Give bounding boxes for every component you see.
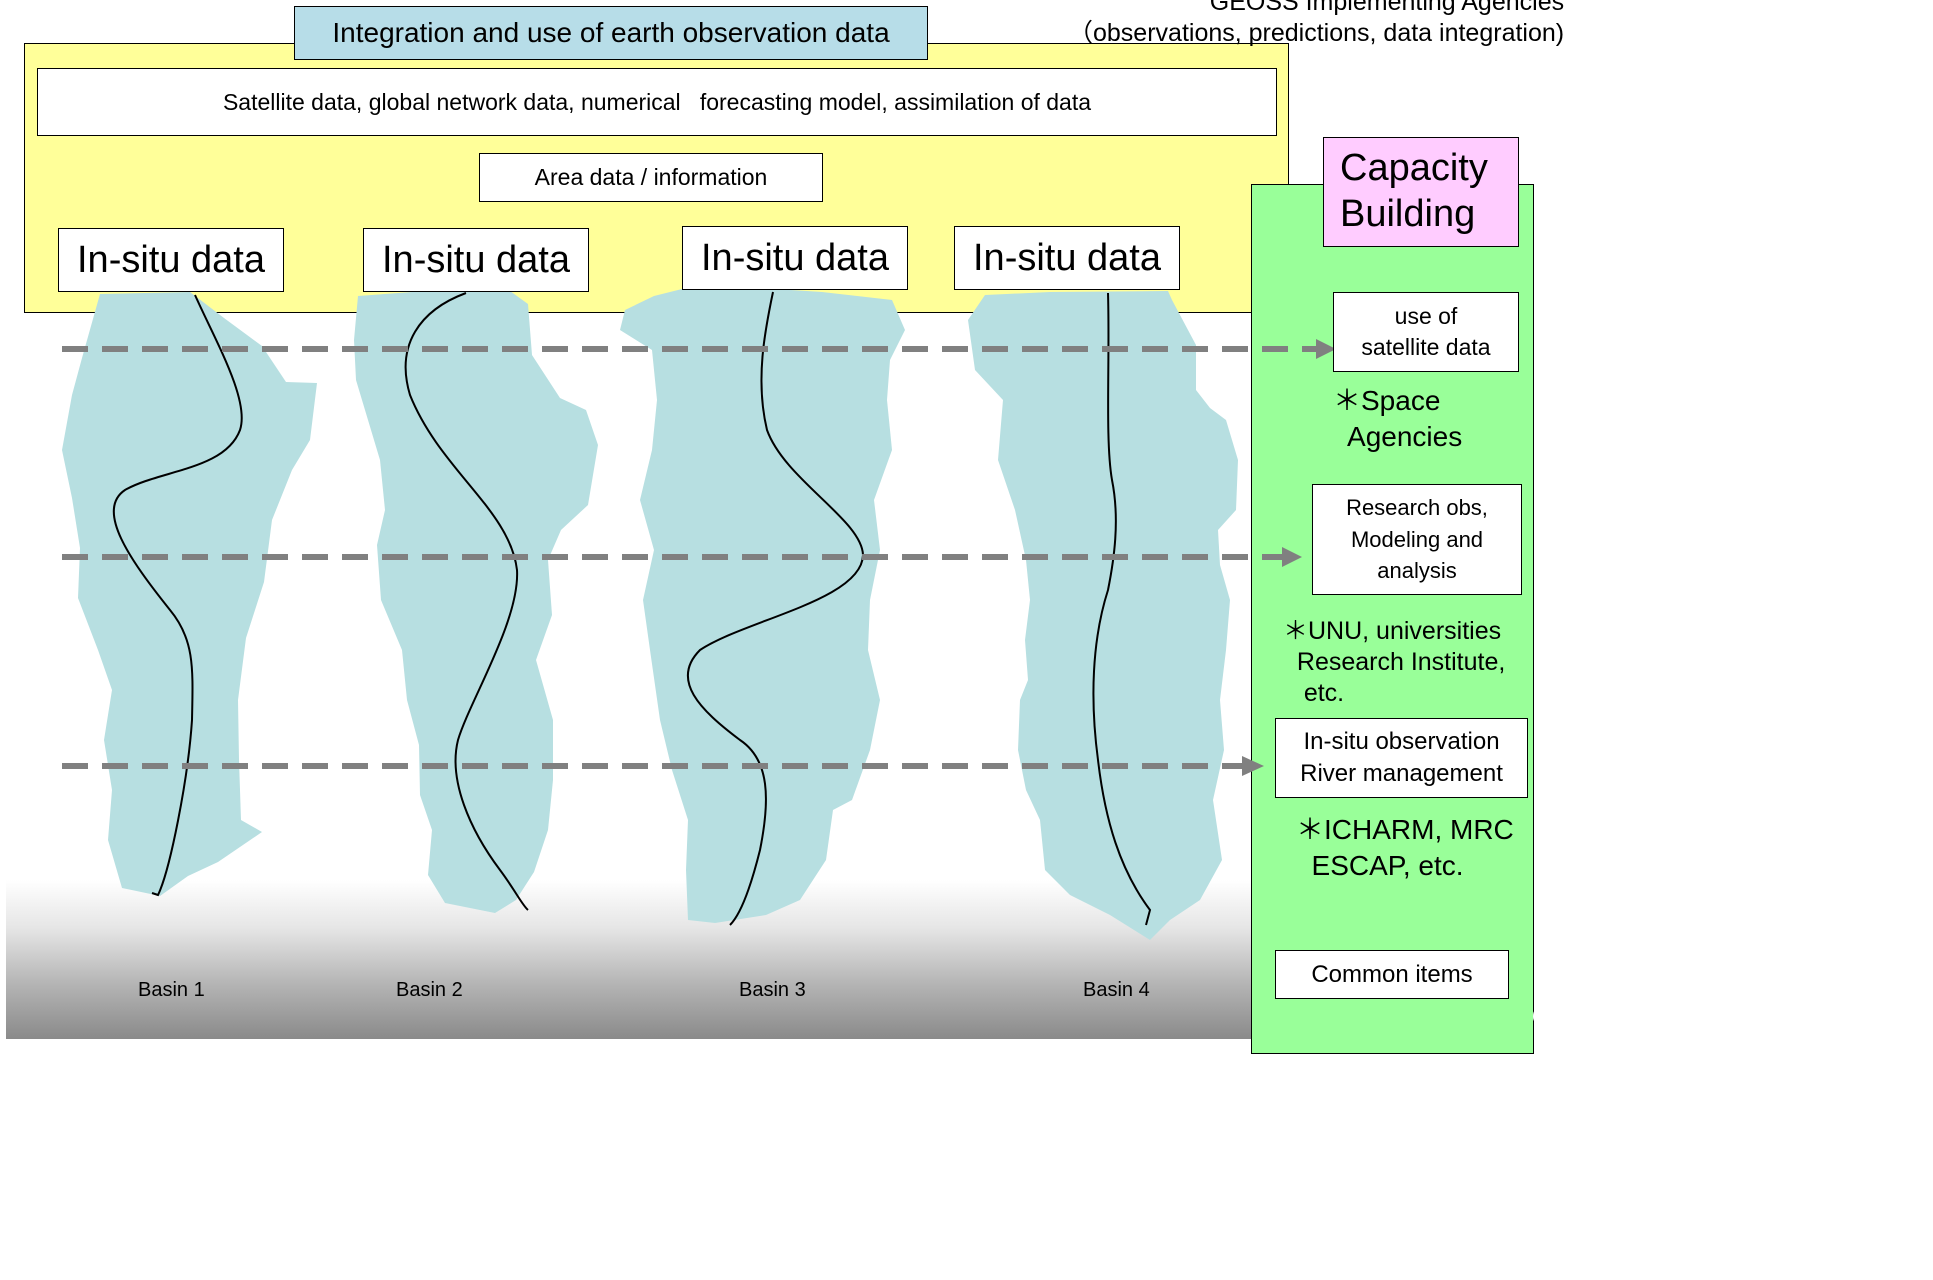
river-4 xyxy=(1092,292,1152,926)
page-number: 6 xyxy=(1532,1006,1544,1028)
integration-title: Integration and use of earth observation… xyxy=(294,6,928,60)
universities-note: ＊UNU, universities Research Institute, e… xyxy=(1283,617,1506,707)
insitu-observation-box: In-situ observation River management xyxy=(1275,718,1528,798)
common-items-box: Common items xyxy=(1275,950,1509,999)
arrowhead-research xyxy=(1282,547,1302,567)
satellite-data-box: Satellite data, global network data, num… xyxy=(37,68,1277,136)
river-2 xyxy=(404,292,529,911)
insitu-data-box-1: In-situ data xyxy=(58,228,284,292)
capacity-building-title: Capacity Building xyxy=(1323,137,1519,247)
basin-1-shape xyxy=(62,292,317,896)
insitu-data-box-4: In-situ data xyxy=(954,226,1180,290)
icharm-note: ＊ICHARM, MRC ESCAP, etc. xyxy=(1296,814,1514,881)
basin-2-shape xyxy=(354,291,598,913)
bottom-gradient xyxy=(6,880,1256,1039)
arrowhead-insitu xyxy=(1242,756,1264,776)
use-of-satellite-data-box: use of satellite data xyxy=(1333,292,1519,372)
basins-diagram xyxy=(62,284,1336,940)
insitu-data-box-3: In-situ data xyxy=(682,226,908,290)
research-modeling-box: Research obs, Modeling and analysis xyxy=(1312,484,1522,595)
space-agencies-note: ＊Space Agencies xyxy=(1333,385,1463,452)
basin-label-2: Basin 2 xyxy=(396,979,463,1001)
top-right-caption: GEOSS Implementing Agencies （observation… xyxy=(1068,0,1564,50)
river-3 xyxy=(686,291,865,926)
area-data-box: Area data / information xyxy=(479,153,823,202)
top-right-line1: GEOSS Implementing Agencies xyxy=(1209,0,1565,16)
river-1 xyxy=(112,294,243,897)
top-right-line2: （observations, predictions, data integra… xyxy=(1068,19,1565,48)
basin-4-shape xyxy=(968,291,1238,940)
basin-label-4: Basin 4 xyxy=(1083,979,1150,1001)
arrowhead-satellite xyxy=(1316,339,1336,359)
basin-3-shape xyxy=(620,284,905,923)
basin-label-3: Basin 3 xyxy=(739,979,806,1001)
insitu-data-box-2: In-situ data xyxy=(363,228,589,292)
basin-label-1: Basin 1 xyxy=(138,979,205,1001)
